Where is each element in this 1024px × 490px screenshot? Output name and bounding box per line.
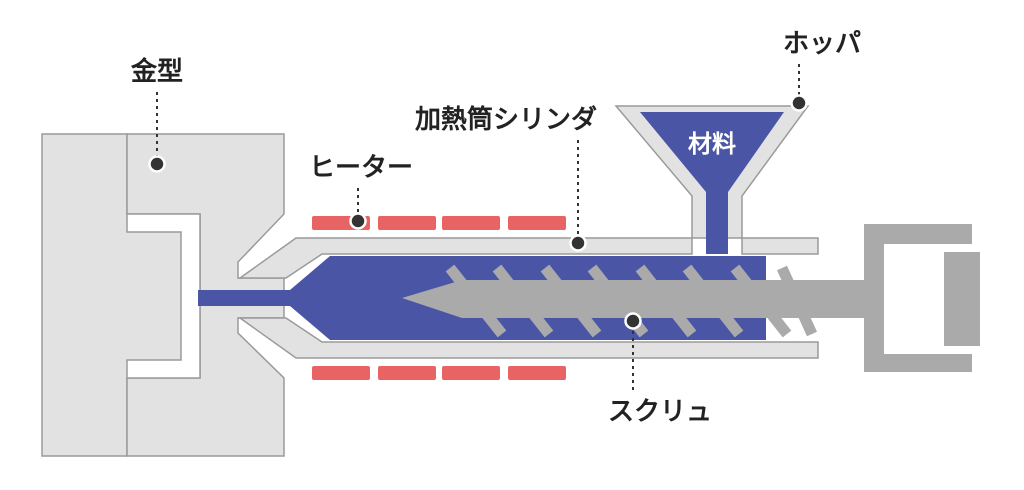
heater-label: ヒーター [309, 153, 413, 183]
heater-band-bottom [508, 366, 566, 380]
screw-flight [776, 265, 818, 337]
mold-label: 金型 [130, 56, 183, 87]
screw-flight [730, 264, 792, 338]
hopper [614, 105, 810, 254]
screw-flight [540, 264, 602, 338]
drive-block [944, 252, 980, 346]
screw-label: スクリュ [608, 397, 712, 427]
hopper-material [640, 112, 784, 254]
screw-flight [635, 264, 697, 338]
heater-band-top [442, 216, 500, 230]
heater-band-bottom [312, 366, 370, 380]
cylinder-bottom-wall [237, 317, 819, 359]
material-label: 材料 [688, 130, 736, 158]
heater-band-top [508, 216, 566, 230]
heater-callout-dot [349, 212, 367, 230]
screw-flight [445, 264, 507, 338]
mold-cavity [126, 213, 201, 379]
screw-flight [682, 264, 744, 338]
mold-callout-dot [148, 155, 166, 173]
heater-bands [312, 216, 566, 380]
hopper-callout-dot [790, 94, 808, 112]
screw-callout-dot [624, 312, 642, 330]
cylinder-label: 加熱筒シリンダ [415, 104, 597, 135]
screw-rod [818, 280, 866, 318]
heater-band-top [378, 216, 436, 230]
screw-flight [492, 264, 554, 338]
heater-band-bottom [442, 366, 500, 380]
callout-dots [148, 94, 808, 330]
drive-bracket [864, 224, 972, 372]
screw-flights [445, 264, 818, 338]
callouts [156, 64, 800, 394]
hopper-label: ホッパ [783, 29, 861, 59]
screw [402, 224, 980, 372]
cylinder-callout-dot [569, 234, 587, 252]
cylinder-top-wall-right [741, 237, 819, 255]
heater-band-bottom [378, 366, 436, 380]
